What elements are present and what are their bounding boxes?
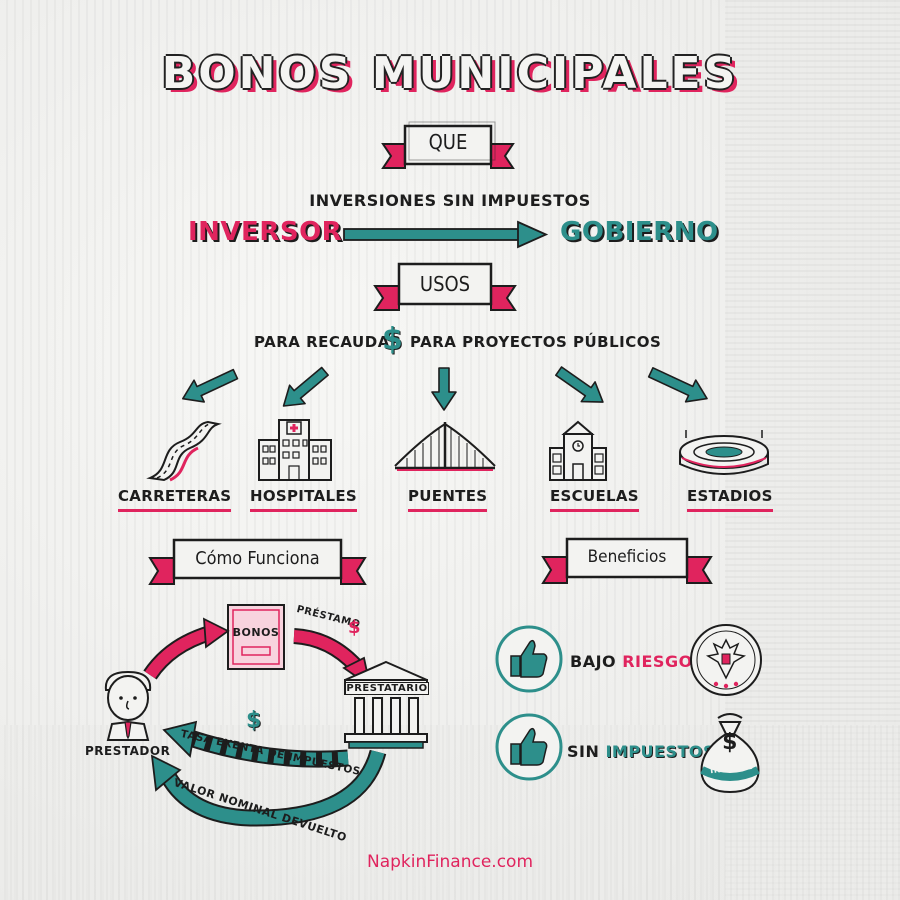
school-icon xyxy=(549,420,607,481)
thumbs-up-icon xyxy=(495,713,563,781)
usos-banner xyxy=(373,262,517,311)
como-funciona-section-label: Cómo Funciona xyxy=(195,548,320,569)
uso-label-hospitales: HOSPITALES xyxy=(250,487,357,512)
usos-caption-left: PARA RECAUDAR xyxy=(254,333,402,351)
prestador-person-icon xyxy=(104,670,152,741)
bonos-label: BONOS xyxy=(232,626,280,639)
tasa-return-arrow xyxy=(162,720,349,768)
tasa-dollar-icon: $ xyxy=(246,708,262,733)
beneficios-section-label: Beneficios xyxy=(587,547,667,567)
benefit-1-prefix: BAJO xyxy=(570,652,617,671)
prestador-label: PRESTADOR xyxy=(85,744,171,758)
thumbs-up-icon xyxy=(495,625,563,693)
road-icon xyxy=(146,420,222,482)
usos-section-label: USOS xyxy=(419,272,471,296)
investor-label: INVERSOR xyxy=(188,217,343,247)
stadium-icon xyxy=(679,430,769,475)
government-seal-icon xyxy=(690,624,762,696)
uso-label-escuelas: ESCUELAS xyxy=(550,487,639,512)
valor-nominal-return-arrow xyxy=(150,749,387,827)
uso-label-puentes: PUENTES xyxy=(408,487,488,512)
dollar-icon: $ xyxy=(382,322,404,357)
benefit-1-highlight: RIESGO xyxy=(622,652,693,671)
que-banner xyxy=(381,121,515,169)
prestador-to-bonos-arrow xyxy=(143,617,230,680)
money-bag-icon xyxy=(700,713,760,794)
benefit-2-highlight: IMPUESTOS xyxy=(605,742,716,761)
hospital-icon xyxy=(258,419,332,481)
government-label: GOBIERNO xyxy=(560,217,719,247)
prestatario-label: PRESTATARIO xyxy=(345,682,429,695)
uso-label-carreteras: CARRETERAS xyxy=(118,487,232,512)
que-subtitle: INVERSIONES SIN IMPUESTOS xyxy=(309,191,591,210)
investor-to-government-arrow xyxy=(343,220,549,249)
beneficios-banner xyxy=(541,537,713,584)
prestamo-dollar-icon: $ xyxy=(348,617,362,638)
money-bag-dollar-icon: $ xyxy=(722,730,738,755)
bonos-certificate-icon xyxy=(227,604,285,670)
bridge-icon xyxy=(394,422,496,471)
page-title: BONOS MUNICIPALES xyxy=(161,48,739,99)
benefit-2-prefix: SIN xyxy=(567,742,600,761)
footer-link[interactable]: NapkinFinance.com xyxy=(366,852,533,872)
uso-label-estadios: ESTADIOS xyxy=(687,487,773,512)
usos-caption-right: PARA PROYECTOS PÚBLICOS xyxy=(410,333,662,351)
que-section-label: QUE xyxy=(428,130,468,154)
como-funciona-banner xyxy=(148,538,367,585)
